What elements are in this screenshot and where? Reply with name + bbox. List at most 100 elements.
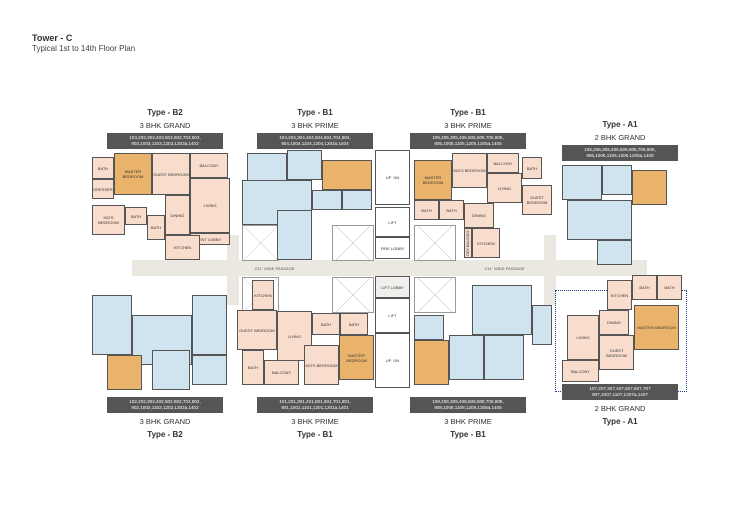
room-kitchen [277,210,312,260]
room-bath [342,190,372,210]
side-passage [227,235,239,305]
unit-flat-numbers: 108,208,308,408,508,608,708,808, 908,100… [410,397,526,413]
stair-down-label: DN [393,358,400,363]
duct-void [332,225,374,261]
room-master-bedroom: MASTER BEDROOM [414,160,452,200]
duct-void [414,277,456,313]
room-bath: BATH [439,200,464,220]
room-master-bedroom: MASTER BEDROOM [114,153,152,195]
tower-title: Tower - C [32,33,73,43]
wide-passage: 4'11" WIDE PASSAGE 4'11" WIDE PASSAGE [132,260,647,276]
unit-flat-numbers: 103,203,303,403,503,603,703,803, 903,100… [107,133,223,149]
room-balcony: BALCONY [264,360,299,385]
unit-name: 3 BHK GRAND [139,417,191,426]
room-dining: DINING [165,195,190,235]
room-kids-bedroom: KID'S BEDROOM [92,205,125,235]
unit-name: 2 BHK GRAND [594,404,646,413]
passage-label: 4'11" WIDE PASSAGE [484,265,525,271]
room-guest-bedroom: GUEST BEDROOM [599,335,634,370]
fire-lobby: FIRE LOBBY [375,237,410,259]
room-bath: BATH [414,200,439,220]
room-furnished [247,153,287,183]
unit-type: Type - B2 [147,430,183,439]
room-bath: BATH [92,157,114,179]
room-bath: BATH [632,275,657,300]
lift: LIFT [375,298,410,333]
room-bedroom [562,165,602,200]
room-bedroom [449,335,484,380]
unit-flat-numbers: 104,204,304,404,504,604,704,804, 904,100… [257,133,373,149]
unit-header-b2-bottom: 102,202,302,402,502,602,702,802, 902,100… [95,394,235,439]
duct-void [242,225,279,261]
room-master-bedroom [322,160,372,190]
room-bedroom [92,295,132,355]
dry-balcony-label: DRY BALCONY [466,230,470,256]
room-kitchen [597,240,632,265]
room-kitchen: KITCHEN [165,235,200,260]
room-bath [312,190,342,210]
staircase: UP DN [375,150,410,205]
room-kitchen [192,295,227,355]
room-dining: DINING [464,203,494,228]
unit-name: 2 BHK GRAND [594,133,646,142]
floor-plan-subtitle: Typical 1st to 14th Floor Plan [32,44,136,53]
room-bedroom [484,335,524,380]
room-kids-bedroom: KID'S BEDROOM [452,153,487,188]
unit-name: 3 BHK PRIME [291,417,339,426]
room-living: LIVING [567,315,599,360]
room-bath: BATH [242,350,264,385]
stair-up-label: UP [385,358,392,363]
unit-header-a1-bottom: 107,207,307,407,507,607,707 907,1007,110… [550,381,690,426]
room-balcony [192,355,227,385]
staircase: UP DN [375,333,410,388]
unit-header-a1-top: Type - A1 2 BHK GRAND 106,206,306,406,50… [550,120,690,161]
unit-header-b2-top: Type - B2 3 BHK GRAND 103,203,303,403,50… [95,108,235,149]
unit-flat-numbers: 101,201,301,401,501,601,701,801, 901,100… [257,397,373,413]
passage-label: 4'11" WIDE PASSAGE [254,265,295,271]
room-living [567,200,632,240]
duct-void [332,277,374,313]
room-dresser: DRESSER [92,179,114,199]
room-bath: BATH [657,275,682,300]
room-bath: BATH [125,207,147,225]
room-kitchen: KITCHEN [472,228,500,258]
room-balcony [532,305,552,345]
unit-type: Type - A1 [602,417,638,426]
room-balcony: BALCONY [487,153,519,173]
room-living [472,285,532,335]
unit-type: Type - B1 [450,108,486,117]
room-guest-bedroom: GUEST BEDROOM [237,310,277,350]
room-guest-bedroom: GUEST BEDROOM [152,153,190,195]
unit-type: Type - B1 [450,430,486,439]
unit-header-b1-bottom-right: 108,208,308,408,508,608,708,808, 908,100… [398,394,538,439]
room-bath: BATH [522,157,542,179]
room-kids-bedroom: KID'S BEDROOM [304,345,339,385]
room-bath: BATH [312,313,340,335]
lift: LIFT [375,207,410,237]
unit-type: Type - B1 [297,430,333,439]
stair-down-label: DN [393,175,400,180]
unit-type: Type - B1 [297,108,333,117]
unit-header-b1-top-right: Type - B1 3 BHK PRIME 105,205,305,405,50… [398,108,538,149]
room-bath: BATH [147,215,165,240]
room-bath: BATH [340,313,368,335]
room-bedroom [287,150,322,180]
room-kitchen: KITCHEN [607,280,632,310]
room-bath [414,315,444,340]
room-living: LIVING [190,178,230,233]
lift-lobby: LIFT LOBBY [375,276,410,298]
room-kitchen: KITCHEN [252,280,274,310]
room-guest-bedroom: GUEST BEDROOM [522,185,552,215]
unit-name: 3 BHK PRIME [444,417,492,426]
unit-flat-numbers: 102,202,302,402,502,602,702,802, 902,100… [107,397,223,413]
unit-name: 3 BHK GRAND [139,121,191,130]
room-living: LIVING [487,173,522,203]
room-bath [602,165,632,195]
unit-name: 3 BHK PRIME [291,121,339,130]
unit-name: 3 BHK PRIME [444,121,492,130]
room-dry-balcony: DRY BALCONY [464,228,472,258]
room-master-bedroom: MASTER BEDROOM [634,305,679,350]
unit-header-b1-bottom-left: 101,201,301,401,501,601,701,801, 901,100… [245,394,385,439]
unit-flat-numbers: 107,207,307,407,507,607,707 907,1007,110… [562,384,678,400]
